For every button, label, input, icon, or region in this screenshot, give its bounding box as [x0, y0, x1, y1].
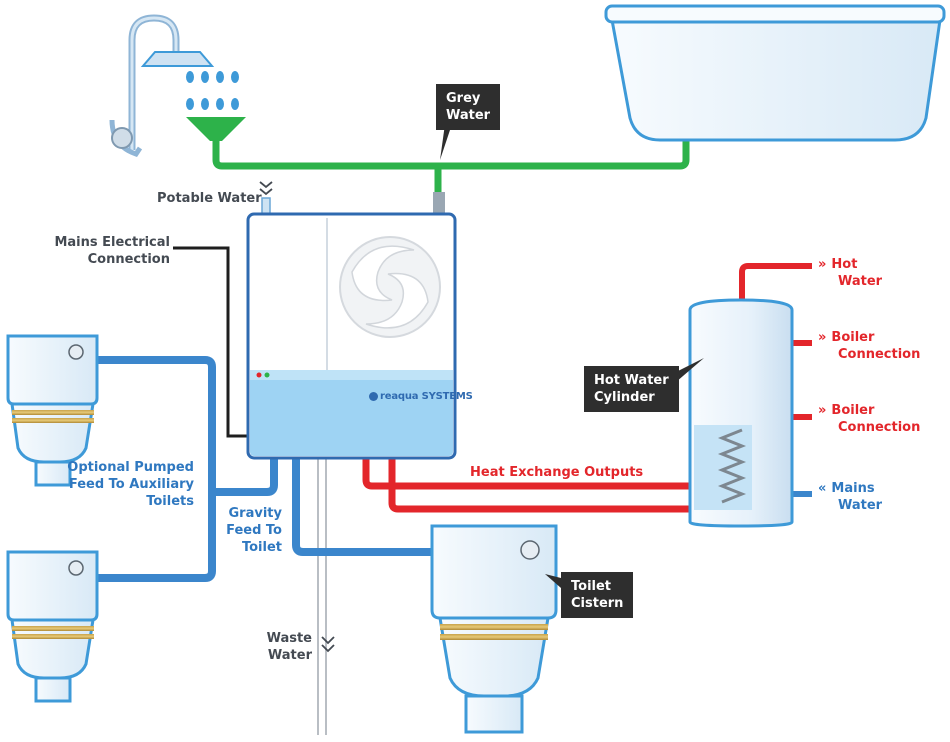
label-optional-pumped-feed: Optional Pumped Feed To Auxiliary Toilet… — [67, 460, 194, 509]
callout-grey-water: Grey Water — [436, 84, 501, 130]
label-line: Cistern — [571, 596, 624, 611]
chevron-icon: » — [818, 257, 827, 272]
callout-toilet-cistern: Toilet Cistern — [561, 572, 634, 618]
hot-water-pipes — [739, 263, 812, 420]
label-mains-electrical: Mains Electrical Connection — [54, 235, 170, 267]
swirl-logo-icon — [339, 236, 441, 338]
callout-hot-water-cylinder: Hot Water Cylinder — [584, 366, 679, 412]
label-line: Cylinder — [594, 390, 655, 405]
gravity-feed-pipe — [292, 458, 432, 556]
label-line: Water — [446, 108, 491, 123]
label-gravity-feed: Gravity Feed To Toilet — [226, 506, 282, 555]
label-line: Grey — [446, 91, 481, 106]
shower-icon — [109, 14, 246, 157]
label-mains-water: «Mains Water — [818, 481, 883, 513]
unit-icon — [246, 192, 457, 460]
label-boiler-connection-2: »Boiler Connection — [818, 403, 921, 435]
callout-pointers — [440, 124, 704, 588]
label-waste-water: Waste Water — [266, 631, 312, 663]
toilet-icon — [430, 524, 558, 734]
heating-coil — [717, 428, 747, 504]
chevron-icon — [321, 636, 335, 653]
label-potable-water: Potable Water — [157, 191, 262, 206]
toilet-icon — [6, 334, 99, 487]
pumped-feed-pipes — [97, 356, 278, 582]
label-line: Toilet — [571, 579, 612, 594]
chevron-icon: » — [818, 330, 827, 345]
heat-exchange-pipes — [362, 458, 690, 513]
label-boiler-connection-1: »Boiler Connection — [818, 330, 921, 362]
chevron-icon: » — [818, 403, 827, 418]
toilet-icon — [6, 550, 99, 703]
grey-water-pipes — [212, 135, 690, 192]
label-heat-exchange-outputs: Heat Exchange Outputs — [470, 465, 644, 480]
bathtub-icon — [604, 4, 946, 142]
mains-electrical-cable — [173, 246, 250, 438]
cylinder-icon — [688, 298, 794, 528]
chevron-icon: « — [818, 481, 827, 496]
label-hot-water: »Hot Water — [818, 257, 883, 289]
brand-logo: reaqua SYSTEMS — [369, 391, 473, 402]
potable-water-inlet — [259, 181, 273, 217]
label-line: Hot Water — [594, 373, 669, 388]
logo-dot-icon — [369, 391, 378, 401]
